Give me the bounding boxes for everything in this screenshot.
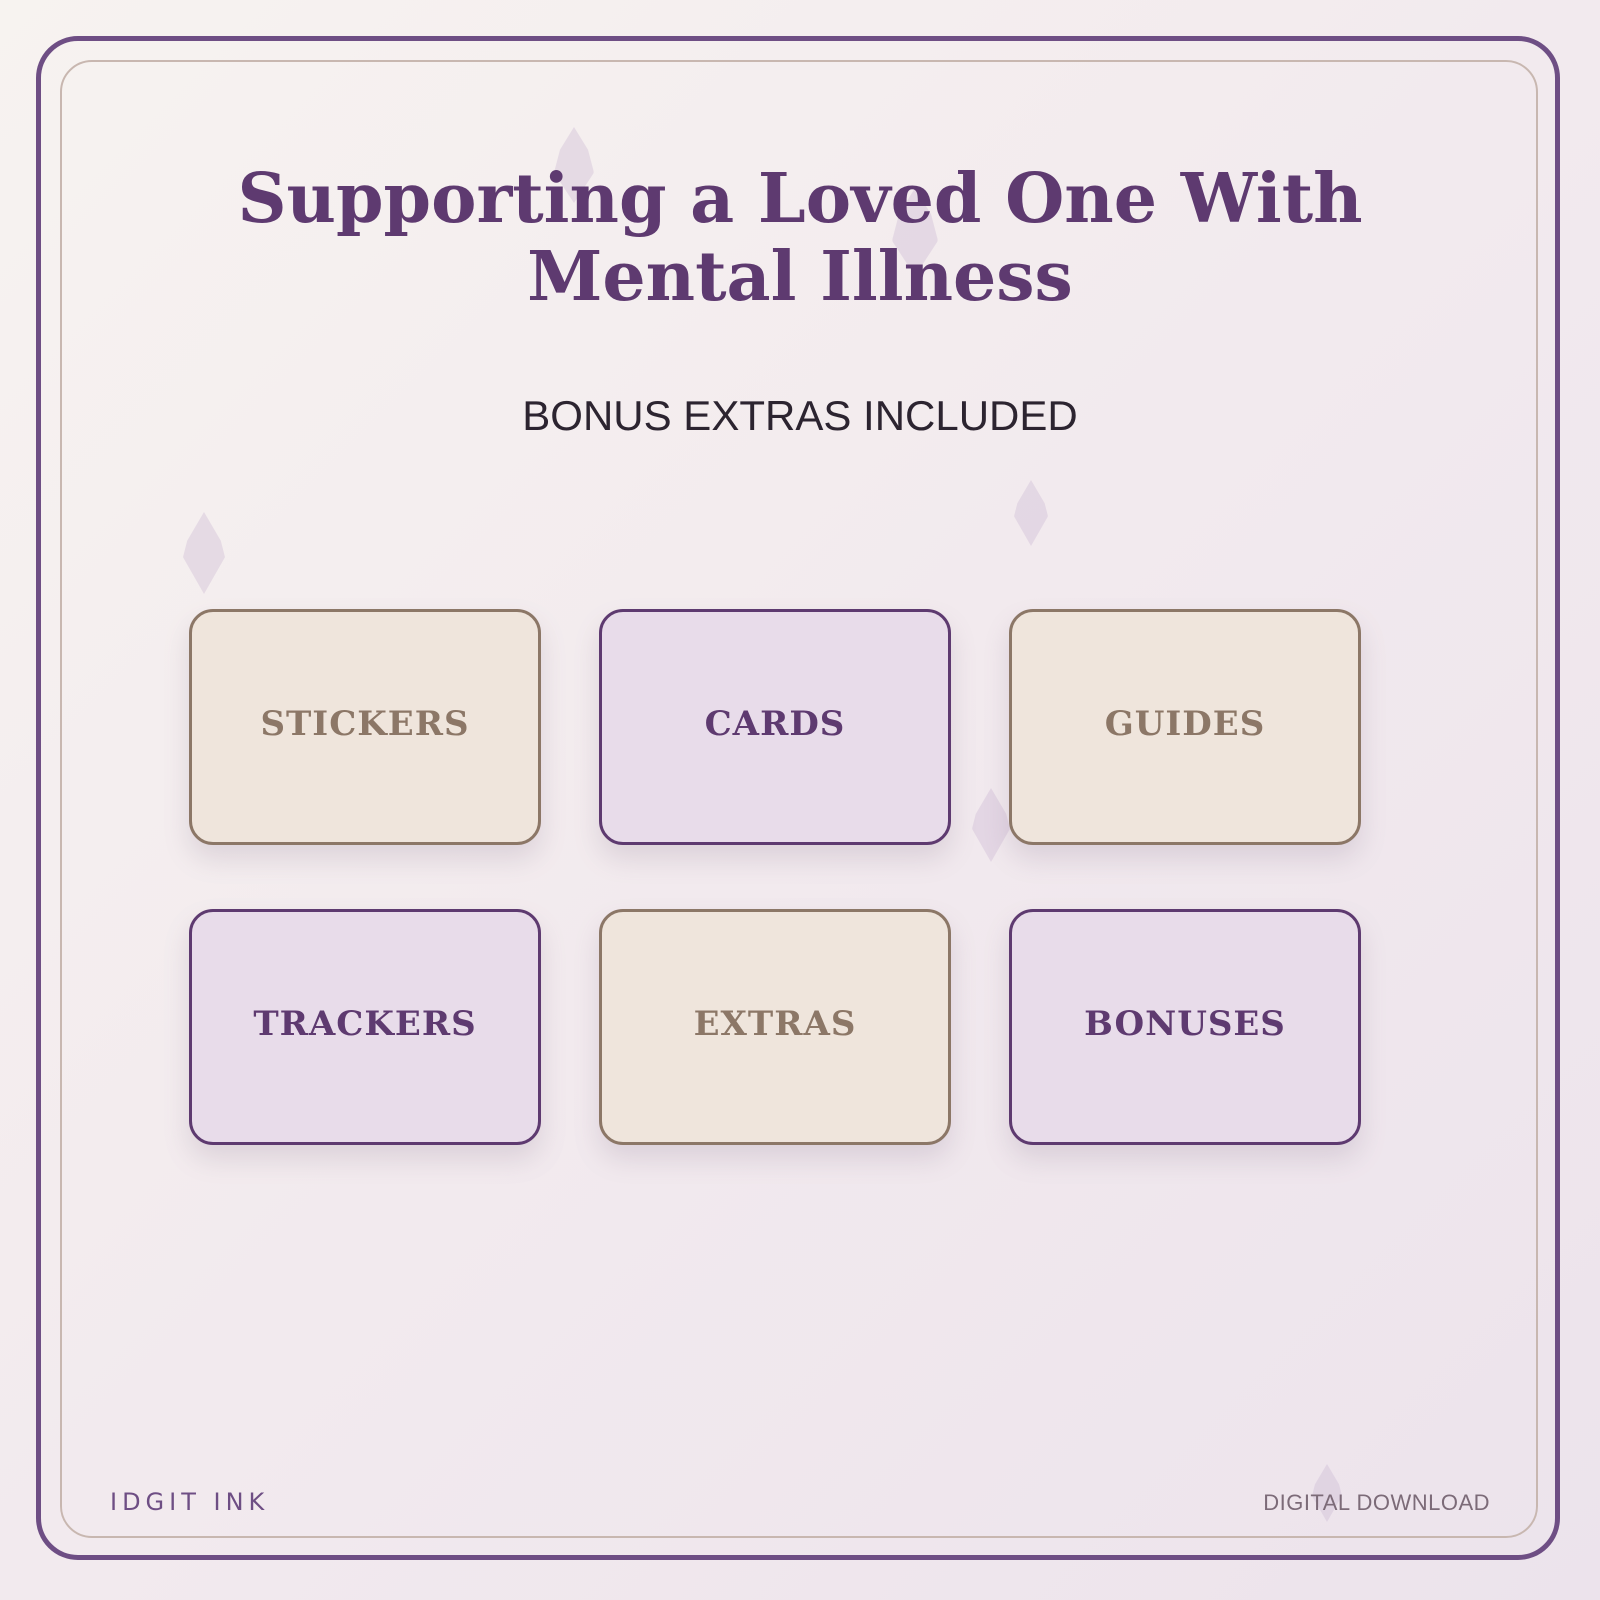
tile-trackers: TRACKERS: [189, 909, 541, 1145]
tile-extras: EXTRAS: [599, 909, 951, 1145]
tile-guides: GUIDES: [1009, 609, 1361, 845]
tile-bonuses: BONUSES: [1009, 909, 1361, 1145]
page-subtitle: BONUS EXTRAS INCLUDED: [522, 392, 1078, 439]
download-note: DIGITAL DOWNLOAD: [1263, 1490, 1490, 1515]
tile-stickers: STICKERS: [189, 609, 541, 845]
tile-cards: CARDS: [599, 609, 951, 845]
page-title: Supporting a Loved One With Mental Illne…: [237, 159, 1363, 317]
outer-frame: [36, 36, 1560, 1560]
brand-name: IDGIT INK: [110, 1488, 270, 1516]
inner-frame: [60, 60, 1538, 1538]
tile-grid: STICKERS CARDS GUIDES TRACKERS EXTRAS BO…: [189, 609, 1361, 1147]
